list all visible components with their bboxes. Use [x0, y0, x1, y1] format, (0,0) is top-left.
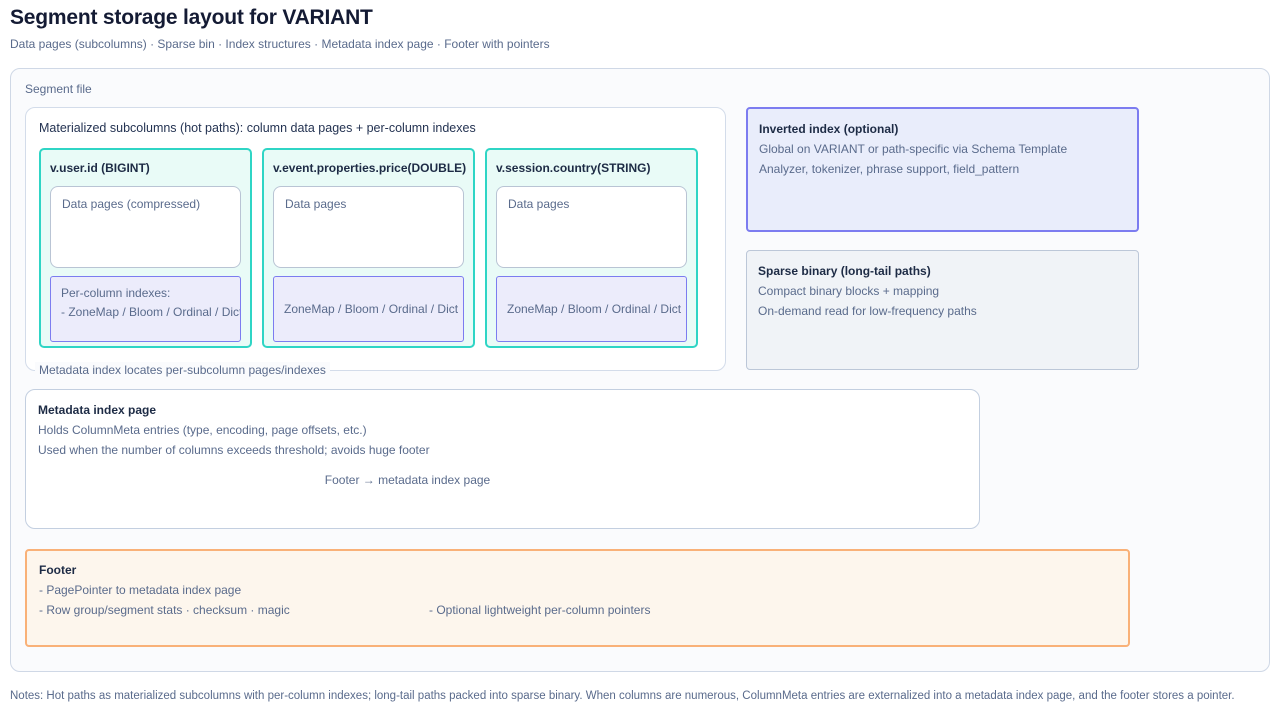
right-panel-stack: Inverted index (optional) Global on VARI…: [746, 107, 1139, 371]
subcolumn-card-title: v.session.country(STRING): [496, 161, 651, 175]
subcolumns-panel-title: Materialized subcolumns (hot paths): col…: [39, 121, 476, 135]
footer-to-metadata-pointer-label: Footer → metadata index page: [324, 473, 491, 487]
per-column-index-box: ZoneMap / Bloom / Ordinal / Dict: [273, 276, 464, 342]
data-pages-label: Data pages: [508, 197, 570, 211]
per-column-index-box: ZoneMap / Bloom / Ordinal / Dict: [496, 276, 687, 342]
subcolumn-card[interactable]: v.event.properties.price(DOUBLE) Data pa…: [262, 148, 475, 348]
data-pages-label: Data pages: [285, 197, 347, 211]
top-row: Materialized subcolumns (hot paths): col…: [25, 107, 1255, 378]
metadata-index-page-line: Holds ColumnMeta entries (type, encoding…: [38, 423, 367, 437]
segment-file-container: Segment file Materialized subcolumns (ho…: [10, 68, 1270, 672]
footer-panel: Footer - PagePointer to metadata index p…: [25, 549, 1130, 647]
metadata-index-page-panel: Metadata index page Holds ColumnMeta ent…: [25, 389, 980, 529]
footer-panel-title: Footer: [39, 563, 77, 577]
index-line: ZoneMap / Bloom / Ordinal / Dict: [284, 301, 459, 316]
sparse-binary-line: Compact binary blocks + mapping: [758, 284, 940, 298]
data-pages-box: Data pages: [496, 186, 687, 268]
data-pages-box: Data pages (compressed): [50, 186, 241, 268]
subcolumn-card[interactable]: v.user.id (BIGINT) Data pages (compresse…: [39, 148, 252, 348]
footer-panel-row: - Row group/segment stats · checksum · m…: [39, 600, 1116, 620]
notes-text: Notes: Hot paths as materialized subcolu…: [10, 690, 1235, 702]
page-subtitle: Data pages (subcolumns) · Sparse bin · I…: [10, 37, 550, 51]
subcolumn-card-title: v.event.properties.price(DOUBLE): [273, 161, 467, 175]
inverted-index-panel: Inverted index (optional) Global on VARI…: [746, 107, 1139, 232]
sparse-binary-line: On-demand read for low-frequency paths: [758, 304, 977, 318]
footer-panel-line: - PagePointer to metadata index page: [39, 583, 242, 597]
subcolumn-card-list: v.user.id (BIGINT) Data pages (compresse…: [39, 148, 712, 348]
inverted-index-title: Inverted index (optional): [759, 122, 899, 136]
footer-panel-line: - Optional lightweight per-column pointe…: [429, 603, 651, 617]
segment-file-label: Segment file: [25, 82, 92, 96]
footer-panel-line: - Row group/segment stats · checksum · m…: [39, 603, 290, 617]
index-line: - ZoneMap / Bloom / Ordinal / Dict: [61, 305, 241, 319]
per-column-index-box: Per-column indexes: - ZoneMap / Bloom / …: [50, 276, 241, 342]
index-line: ZoneMap / Bloom / Ordinal / Dict: [507, 301, 682, 316]
inverted-index-line: Analyzer, tokenizer, phrase support, fie…: [759, 162, 1020, 176]
metadata-index-page-title: Metadata index page: [38, 403, 157, 417]
data-pages-box: Data pages: [273, 186, 464, 268]
subcolumns-panel-caption: Metadata index locates per-subcolumn pag…: [35, 362, 330, 378]
subcolumn-card-title: v.user.id (BIGINT): [50, 161, 150, 175]
sparse-binary-panel: Sparse binary (long-tail paths) Compact …: [746, 250, 1139, 370]
metadata-index-page-line: Used when the number of columns exceeds …: [38, 443, 430, 457]
page-title: Segment storage layout for VARIANT: [10, 6, 373, 29]
subcolumn-card[interactable]: v.session.country(STRING) Data pages Zon…: [485, 148, 698, 348]
sparse-binary-title: Sparse binary (long-tail paths): [758, 264, 931, 278]
materialized-subcolumns-panel: Materialized subcolumns (hot paths): col…: [25, 107, 726, 378]
index-line: Per-column indexes:: [61, 286, 171, 300]
data-pages-label: Data pages (compressed): [62, 197, 201, 211]
inverted-index-line: Global on VARIANT or path-specific via S…: [759, 142, 1068, 156]
